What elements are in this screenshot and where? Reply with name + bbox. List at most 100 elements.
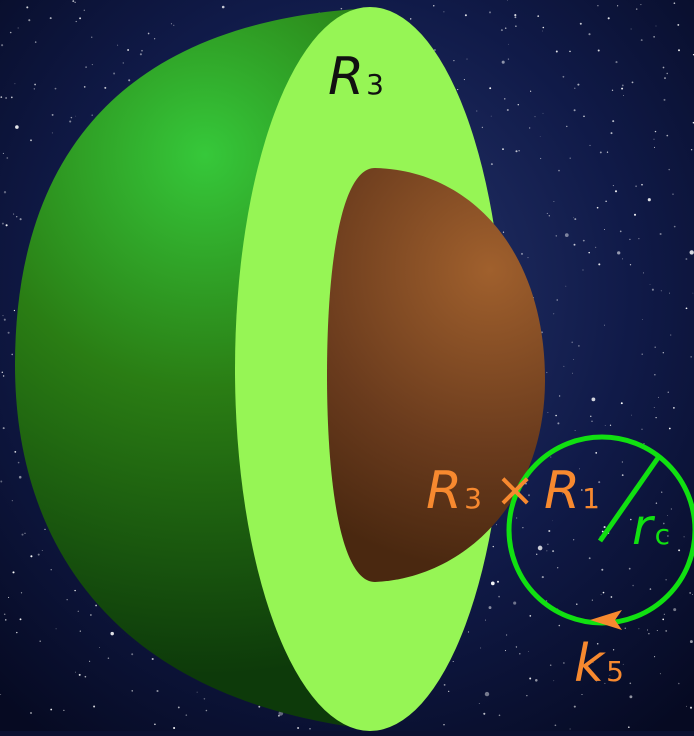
star (539, 136, 541, 137)
star (692, 594, 693, 595)
star (621, 84, 624, 87)
star (5, 224, 8, 227)
star (556, 299, 558, 301)
star (558, 624, 561, 627)
star (433, 48, 436, 52)
star (686, 705, 687, 707)
star (507, 0, 508, 1)
star (565, 285, 567, 287)
star (54, 87, 57, 90)
star (563, 662, 565, 664)
star (6, 157, 9, 159)
star (600, 594, 602, 596)
star (566, 125, 568, 128)
star (66, 599, 68, 601)
star (546, 212, 548, 214)
star (635, 8, 638, 10)
star (548, 529, 551, 533)
star (534, 116, 536, 118)
star (612, 120, 615, 123)
star (689, 706, 693, 709)
core (327, 168, 545, 582)
star (542, 26, 545, 29)
star (555, 235, 557, 237)
star (500, 29, 503, 32)
star (33, 88, 35, 90)
star (683, 536, 685, 538)
star (654, 146, 655, 148)
loop-radius-line (597, 453, 663, 543)
star (552, 520, 553, 522)
star (409, 18, 412, 20)
star (79, 630, 81, 632)
star (15, 125, 19, 129)
star (654, 374, 656, 376)
star (604, 425, 606, 426)
star (629, 682, 632, 685)
star (95, 604, 98, 607)
star (154, 38, 156, 40)
star (640, 39, 643, 42)
star (572, 372, 573, 374)
star (628, 567, 631, 570)
star (666, 134, 669, 137)
star (573, 359, 575, 361)
star (529, 127, 531, 129)
star (490, 163, 493, 166)
star (549, 664, 552, 666)
star (433, 5, 435, 7)
star (495, 524, 497, 526)
star (677, 23, 680, 26)
star (489, 11, 491, 14)
star (340, 7, 343, 10)
star (91, 64, 93, 66)
star (0, 693, 2, 695)
product-left-subscript: 3 (464, 482, 482, 515)
star (662, 522, 665, 525)
star (99, 647, 100, 648)
star (515, 25, 517, 27)
star (581, 694, 583, 695)
star (574, 87, 576, 89)
star (525, 482, 527, 485)
star (598, 481, 601, 484)
star (535, 679, 538, 682)
star (483, 712, 486, 715)
star (653, 36, 655, 38)
star (70, 116, 73, 119)
star (548, 215, 550, 217)
star (529, 615, 532, 617)
star (489, 87, 492, 90)
star (131, 690, 133, 692)
star (156, 689, 159, 693)
star (667, 535, 669, 537)
star (546, 371, 548, 374)
star (34, 83, 37, 86)
star (617, 251, 621, 255)
star (502, 148, 504, 150)
star (664, 77, 666, 80)
star (617, 5, 619, 7)
star (39, 640, 41, 642)
star (443, 684, 446, 686)
star (443, 11, 445, 13)
star (659, 673, 661, 675)
star (151, 657, 154, 661)
star (692, 292, 694, 294)
star (173, 726, 176, 730)
star (515, 150, 518, 153)
star (558, 395, 561, 397)
star (173, 24, 175, 26)
star (0, 480, 3, 483)
star (603, 526, 606, 529)
star (552, 550, 555, 553)
star (1, 222, 4, 225)
star (554, 724, 557, 727)
star (685, 258, 688, 260)
star (641, 183, 643, 186)
star (542, 112, 544, 114)
star (689, 592, 691, 594)
star (463, 79, 465, 81)
star (452, 660, 454, 663)
star (3, 191, 7, 194)
